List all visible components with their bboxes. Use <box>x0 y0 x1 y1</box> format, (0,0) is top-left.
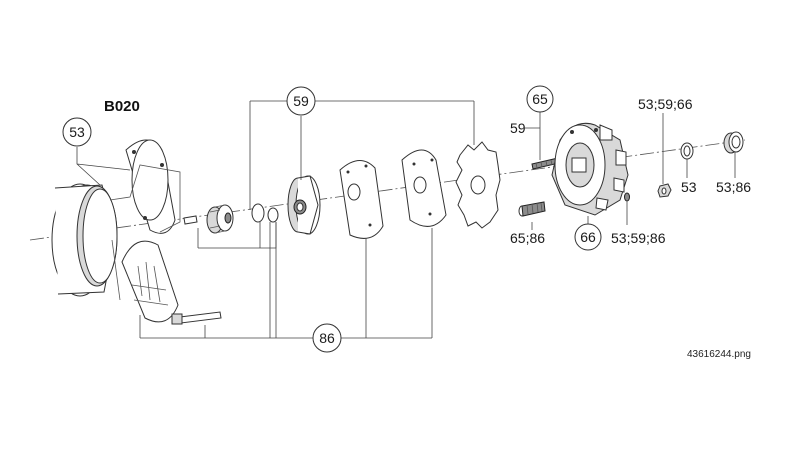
slotted-cam-plate-part <box>121 240 179 323</box>
leader-65 <box>525 111 541 160</box>
leader-86-bracket <box>139 222 433 339</box>
label-53: 53 <box>681 179 697 195</box>
drive-gear-part <box>206 204 234 234</box>
valve-plate-1-part <box>339 160 384 239</box>
notched-rotor-disc-part <box>455 141 501 229</box>
label-53-86: 53;86 <box>716 179 751 195</box>
callout-53-text: 53 <box>69 124 85 140</box>
callout-59[interactable]: 59 <box>286 86 316 116</box>
callout-86-text: 86 <box>319 330 335 346</box>
valve-plate-2-part <box>401 149 447 227</box>
gasket-plate-part <box>125 139 176 234</box>
label-53-59-86: 53;59;86 <box>611 230 666 246</box>
leader-53 <box>76 147 131 186</box>
leader-59-bracket <box>249 100 475 210</box>
shaft-pin-part <box>171 311 222 325</box>
pump-housing-part <box>551 122 629 216</box>
callout-66[interactable]: 66 <box>574 223 602 251</box>
pressure-disc-part <box>287 175 321 235</box>
callout-86[interactable]: 86 <box>312 323 342 353</box>
bracket-outline <box>109 164 181 233</box>
bracket-outline-2 <box>111 239 121 301</box>
callout-59-text: 59 <box>293 93 309 109</box>
shaft-seal-part <box>723 131 744 154</box>
washer-part <box>267 207 279 223</box>
hex-nut-part <box>657 183 672 198</box>
file-name-label: 43616244.png <box>687 349 751 360</box>
cover-ring-part <box>51 183 118 297</box>
label-65-86: 65;86 <box>510 230 545 246</box>
diagram-title: B020 <box>104 98 140 115</box>
callout-53[interactable]: 53 <box>62 117 92 147</box>
o-ring-53-inner <box>683 145 691 157</box>
callout-66-text: 66 <box>580 229 596 245</box>
o-ring-part <box>251 203 265 223</box>
dowel-pin-part <box>183 215 198 225</box>
small-screw-part <box>624 192 630 202</box>
callout-65[interactable]: 65 <box>526 85 554 113</box>
label-53-59-66: 53;59;66 <box>638 96 693 112</box>
label-59: 59 <box>510 120 526 136</box>
compression-spring-part <box>518 201 546 217</box>
callout-65-text: 65 <box>532 91 548 107</box>
